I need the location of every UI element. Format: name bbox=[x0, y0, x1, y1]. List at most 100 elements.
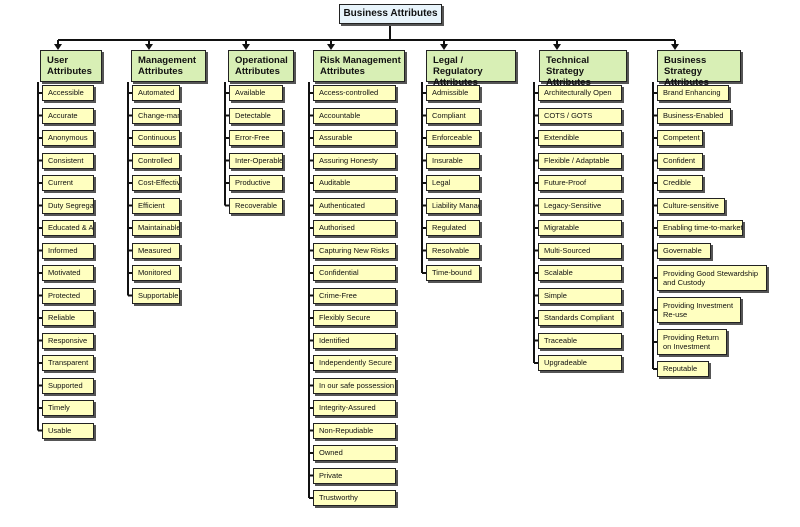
attribute-item: Authorised bbox=[313, 220, 396, 236]
attribute-item: Competent bbox=[657, 130, 703, 146]
attribute-item: Accountable bbox=[313, 107, 396, 124]
attribute-item: Owned bbox=[313, 445, 396, 461]
attribute-item: Reputable bbox=[657, 361, 709, 377]
attribute-item: Error-Free bbox=[229, 130, 283, 146]
attribute-item: Upgradeable bbox=[538, 355, 622, 371]
attribute-item: Migratable bbox=[538, 220, 622, 236]
header-line: Management bbox=[138, 55, 197, 66]
attribute-item: Multi-Sourced bbox=[538, 242, 622, 259]
attribute-item: Measured bbox=[132, 242, 180, 259]
attribute-item: Assurable bbox=[313, 130, 396, 146]
attribute-item: Timely bbox=[42, 400, 94, 416]
attribute-item: Anonymous bbox=[42, 130, 94, 146]
attribute-item: Continuous bbox=[132, 130, 180, 146]
attribute-item: Inter-Operable bbox=[229, 152, 283, 169]
attribute-item: Cost-Effective bbox=[132, 175, 180, 191]
attribute-item: Resolvable bbox=[426, 242, 480, 259]
attribute-item: Extendible bbox=[538, 130, 622, 146]
attribute-item: Accurate bbox=[42, 107, 94, 124]
attribute-item: COTS / GOTS bbox=[538, 107, 622, 124]
attribute-item: Access-controlled bbox=[313, 85, 396, 101]
attribute-item: Traceable bbox=[538, 332, 622, 349]
attribute-item: Non-Repudiable bbox=[313, 422, 396, 439]
attribute-item: Architecturally Open bbox=[538, 85, 622, 101]
attribute-item: Brand Enhancing bbox=[657, 85, 729, 101]
attribute-item: Identified bbox=[313, 332, 396, 349]
attribute-item: Responsive bbox=[42, 332, 94, 349]
attribute-item-line: Providing Good Stewardship bbox=[663, 269, 759, 278]
attribute-item: Culture-sensitive bbox=[657, 197, 725, 214]
attribute-item: Future-Proof bbox=[538, 175, 622, 191]
header-line: Risk Management bbox=[320, 55, 401, 66]
attribute-item: Duty Segregated bbox=[42, 197, 94, 214]
attribute-item: Controlled bbox=[132, 152, 180, 169]
attribute-item: Usable bbox=[42, 422, 94, 439]
attribute-item: Available bbox=[229, 85, 283, 101]
attribute-item: Change-managed bbox=[132, 107, 180, 124]
attribute-item: Consistent bbox=[42, 152, 94, 169]
attribute-item: Automated bbox=[132, 85, 180, 101]
header-line: Attributes bbox=[664, 77, 709, 88]
attribute-item: Protected bbox=[42, 287, 94, 304]
attribute-item: Simple bbox=[538, 287, 622, 304]
header-line: Operational bbox=[235, 55, 288, 66]
attribute-item-line: and Custody bbox=[663, 278, 706, 287]
attribute-item: Recoverable bbox=[229, 197, 283, 214]
attribute-item: Informed bbox=[42, 242, 94, 259]
attribute-item-line: Providing Return bbox=[663, 333, 719, 342]
attribute-item: Efficient bbox=[132, 197, 180, 214]
attribute-item: Auditable bbox=[313, 175, 396, 191]
header-line: Attributes bbox=[433, 77, 478, 88]
attribute-item: Independently Secure bbox=[313, 355, 396, 371]
header-line: Attributes bbox=[138, 66, 183, 77]
header-line: Attributes bbox=[320, 66, 365, 77]
attribute-item: Monitored bbox=[132, 265, 180, 281]
attribute-item: Time-bound bbox=[426, 265, 480, 281]
attribute-item: Legal bbox=[426, 175, 480, 191]
header-line: Legal / Regulatory bbox=[433, 55, 483, 77]
header-line: Attributes bbox=[47, 66, 92, 77]
attribute-item-line: Providing Investment bbox=[663, 301, 734, 310]
attribute-item: Private bbox=[313, 467, 396, 484]
attribute-item: Transparent bbox=[42, 355, 94, 371]
attribute-item: Reliable bbox=[42, 310, 94, 326]
header-line: User bbox=[47, 55, 69, 66]
attribute-item: Admissible bbox=[426, 85, 480, 101]
header-line: Attributes bbox=[546, 77, 591, 88]
attribute-item: Maintainable bbox=[132, 220, 180, 236]
attribute-item: Compliant bbox=[426, 107, 480, 124]
attribute-item: Accessible bbox=[42, 85, 94, 101]
attribute-item: Credible bbox=[657, 175, 703, 191]
header-line: Business Strategy bbox=[664, 55, 707, 77]
attribute-item: Motivated bbox=[42, 265, 94, 281]
attribute-item: Enforceable bbox=[426, 130, 480, 146]
attribute-item: Governable bbox=[657, 242, 711, 259]
attribute-item-line: on Investment bbox=[663, 342, 711, 351]
attribute-item: Flexible / Adaptable bbox=[538, 152, 622, 169]
header-line: Attributes bbox=[235, 66, 280, 77]
attribute-item: Legacy-Sensitive bbox=[538, 197, 622, 214]
attribute-item: Educated & Aware bbox=[42, 220, 94, 236]
attribute-item: Scalable bbox=[538, 265, 622, 281]
attribute-item: Enabling time-to-market bbox=[657, 220, 743, 236]
attribute-item: Supportable bbox=[132, 287, 180, 304]
attribute-item: Productive bbox=[229, 175, 283, 191]
attribute-item: Business-Enabled bbox=[657, 107, 731, 124]
attribute-item: Flexibly Secure bbox=[313, 310, 396, 326]
attribute-item: Integrity-Assured bbox=[313, 400, 396, 416]
attribute-item: Insurable bbox=[426, 152, 480, 169]
attribute-item: In our safe possession bbox=[313, 377, 396, 394]
attribute-item: Current bbox=[42, 175, 94, 191]
attribute-item: Assuring Honesty bbox=[313, 152, 396, 169]
